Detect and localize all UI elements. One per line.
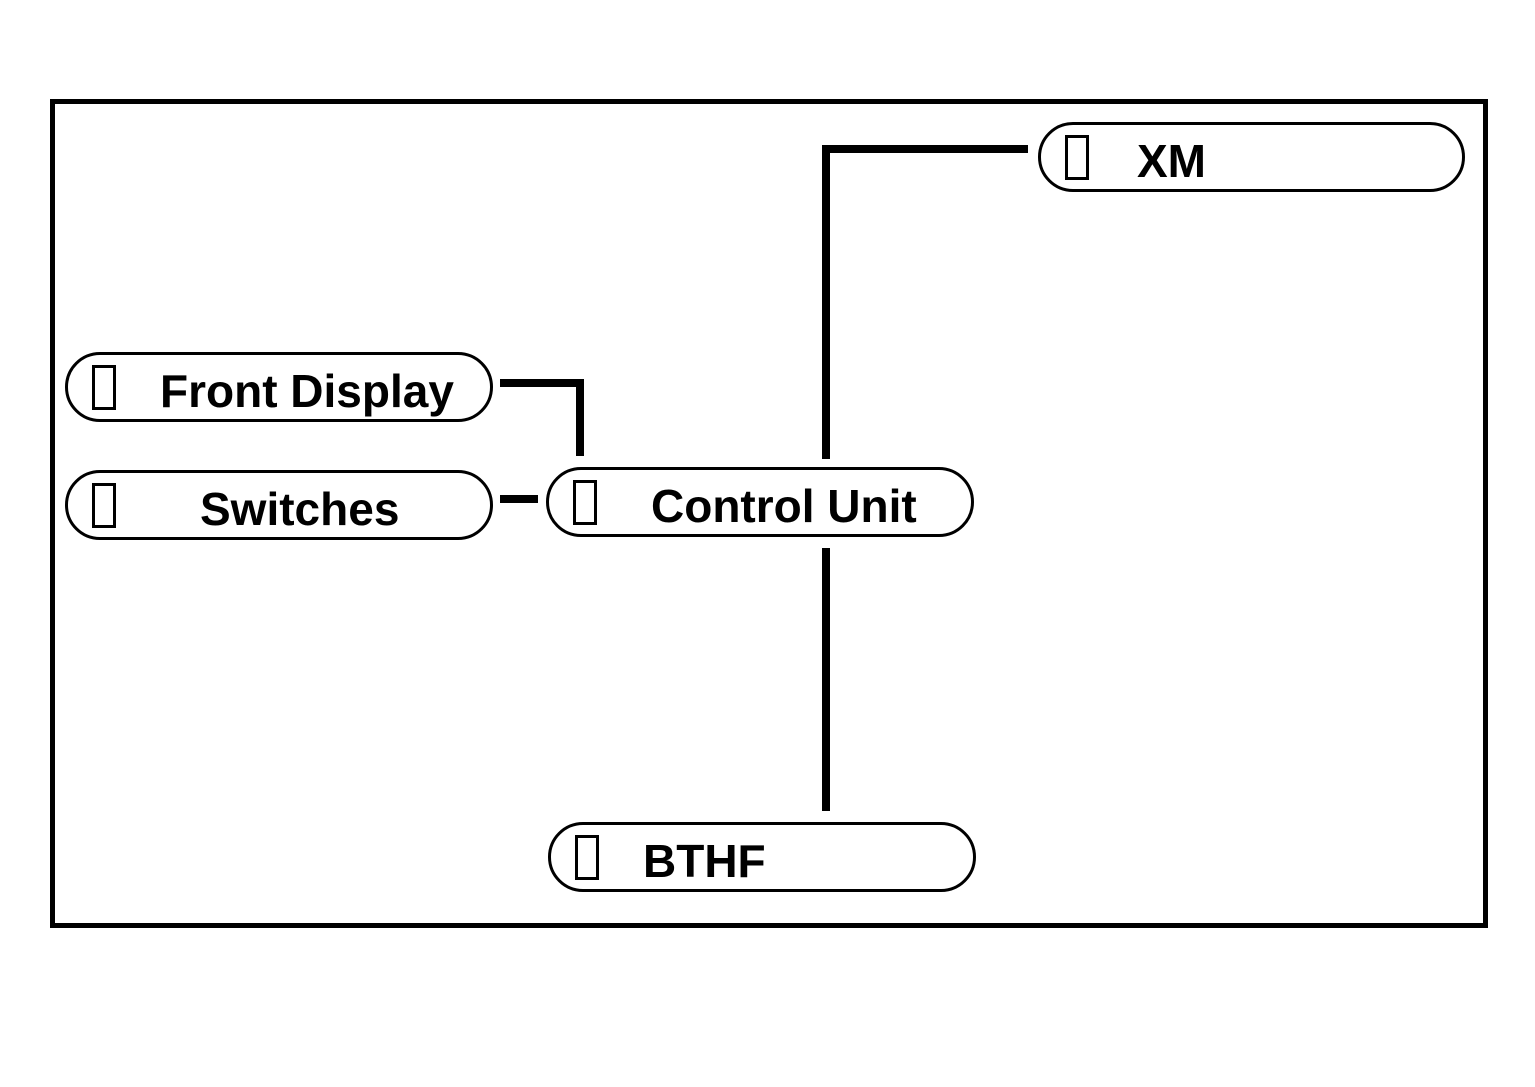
connector-front-display-vertical xyxy=(576,379,584,456)
node-label-xm: XM xyxy=(1137,135,1206,187)
connector-front-display-horizontal xyxy=(500,379,584,387)
node-label-bthf: BTHF xyxy=(643,835,766,887)
node-label-front-display: Front Display xyxy=(160,365,454,417)
node-front-display[interactable]: Front Display xyxy=(65,352,493,422)
connector-switches-control-unit xyxy=(500,495,538,503)
module-icon xyxy=(575,835,599,880)
module-icon xyxy=(92,483,116,528)
node-control-unit[interactable]: Control Unit xyxy=(546,467,974,537)
connector-control-unit-xm-horizontal xyxy=(822,145,1028,153)
connector-control-unit-bthf xyxy=(822,548,830,811)
module-icon xyxy=(1065,135,1089,180)
connector-control-unit-xm-vertical xyxy=(822,145,830,459)
module-icon xyxy=(573,480,597,525)
node-xm[interactable]: XM xyxy=(1038,122,1465,192)
node-switches[interactable]: Switches xyxy=(65,470,493,540)
node-bthf[interactable]: BTHF xyxy=(548,822,976,892)
diagram-frame xyxy=(50,99,1488,928)
module-icon xyxy=(92,365,116,410)
node-label-control-unit: Control Unit xyxy=(651,480,917,532)
node-label-switches: Switches xyxy=(200,483,400,535)
